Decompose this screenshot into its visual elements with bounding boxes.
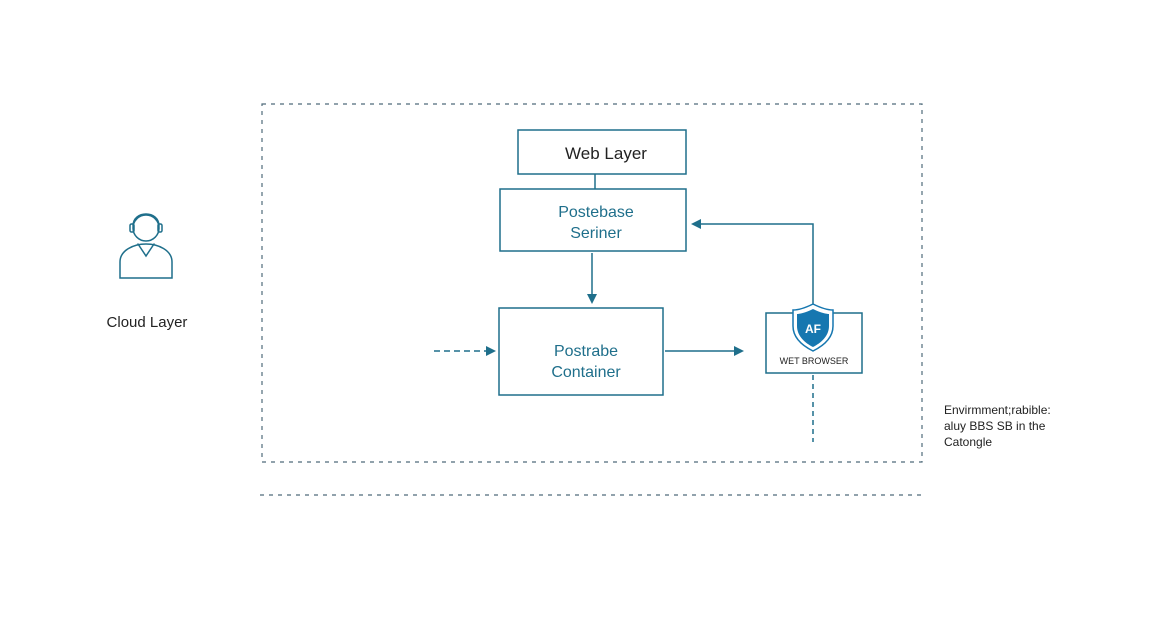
cloud-layer-label: Cloud Layer bbox=[107, 314, 188, 331]
note-line-1: Envirmment;rabible: bbox=[944, 403, 1051, 417]
environment-note: Envirmment;rabible: aluy BBS SB in the C… bbox=[944, 402, 1144, 450]
shield-badge-text: AF bbox=[805, 322, 821, 336]
browser-to-server-arrow bbox=[691, 219, 814, 308]
postrabe-container-line1: Postrabe bbox=[554, 343, 618, 360]
postrabe-container-node: Postrabe Container bbox=[498, 307, 664, 396]
shield-icon: AF bbox=[792, 303, 834, 352]
person-headset-icon bbox=[119, 213, 173, 279]
web-layer-node: Web Layer bbox=[517, 129, 687, 175]
postebase-server-line2: Seriner bbox=[570, 225, 622, 242]
note-line-3: Catongle bbox=[944, 435, 993, 449]
environment-boundary bbox=[261, 103, 923, 463]
note-line-2: aluy BBS SB in the bbox=[944, 419, 1046, 433]
postebase-server-line1: Postebase bbox=[558, 204, 634, 221]
web-browser-label: WET BROWSER bbox=[780, 356, 849, 366]
postrabe-container-line2: Container bbox=[551, 364, 621, 381]
postebase-server-node: Postebase Seriner bbox=[499, 188, 687, 252]
web-layer-label: Web Layer bbox=[565, 144, 647, 163]
